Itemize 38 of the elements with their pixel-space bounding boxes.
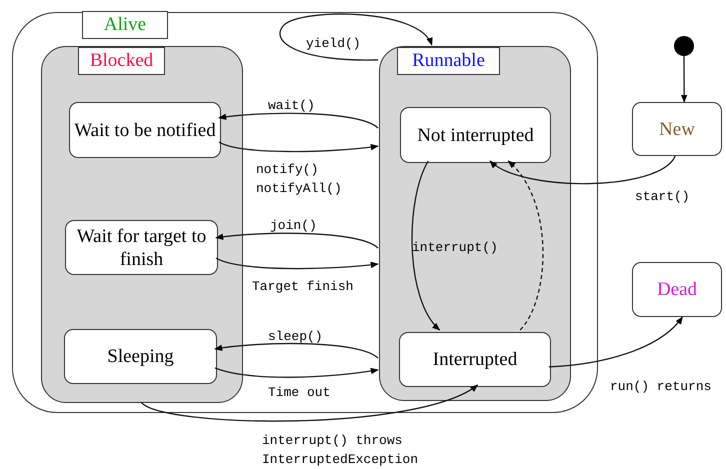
edge-label: yield() — [306, 35, 362, 53]
edge-label: Time out — [268, 384, 332, 402]
state-title: Runnable — [397, 47, 500, 75]
transition-arrow — [218, 112, 378, 129]
edge-label: wait() — [268, 97, 316, 115]
transition-arrow — [548, 316, 683, 368]
edge-label: run() returns — [610, 378, 712, 396]
transition-arrow — [489, 156, 676, 184]
edge-label: join() — [270, 217, 318, 235]
edge-label: sleep() — [268, 328, 324, 346]
transition-arrow — [218, 141, 379, 152]
transition-arrow — [280, 13, 432, 61]
initial-state-dot — [674, 36, 694, 56]
state-box: Wait to be notified — [69, 102, 221, 158]
outer-state — [12, 12, 598, 413]
state-title: Blocked — [78, 47, 165, 75]
state-box: Interrupted — [399, 332, 551, 387]
state-box: Not interrupted — [400, 107, 551, 163]
transition-arrow — [214, 367, 379, 378]
state-box: Dead — [632, 262, 722, 317]
transition-arrow — [508, 160, 544, 330]
transition-arrow — [412, 160, 440, 331]
composite-state — [41, 46, 243, 403]
edge-label: notify() notifyAll() — [256, 161, 343, 198]
transition-arrow — [680, 56, 688, 103]
transition-arrow — [216, 258, 379, 270]
transition-arrow — [140, 384, 478, 422]
edge-label: interrupt() throws InterruptedException — [262, 432, 420, 469]
edge-label: start() — [635, 188, 691, 206]
composite-state — [379, 46, 571, 401]
edge-label: Target finish — [252, 278, 354, 296]
state-title: Alive — [82, 11, 168, 39]
state-box: Wait for target to finish — [65, 220, 218, 275]
edge-label: interrupt() — [412, 239, 499, 257]
transition-arrow — [215, 232, 378, 249]
state-box: New — [632, 102, 722, 156]
state-box: Sleeping — [64, 329, 217, 384]
transition-arrow — [214, 342, 378, 359]
